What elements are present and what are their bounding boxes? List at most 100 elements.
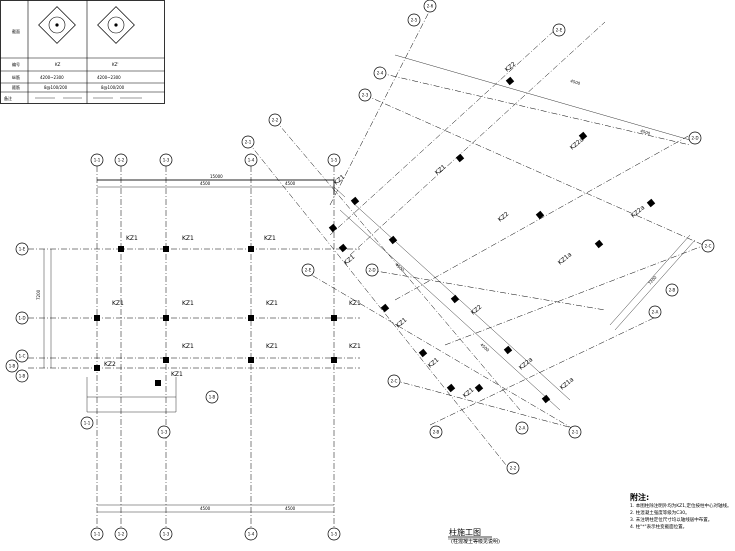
legend-kz-prime-rebar: 4200~2300 xyxy=(97,75,121,80)
dimension-seg-top: 4500 xyxy=(200,181,211,186)
axis-bubble-label: 2-4 xyxy=(377,71,384,76)
axis-bubble-label: 1-B xyxy=(9,364,16,369)
dimension-diagonal: 4500 xyxy=(570,78,582,86)
column-label: KZ1 xyxy=(112,300,124,307)
legend-row-label-4: 备注 xyxy=(4,95,12,101)
axis-bubble-label: 2-E xyxy=(556,28,563,33)
axis-bubble-label: 1-C xyxy=(19,354,26,359)
dimension-diagonal: 4500 xyxy=(394,262,405,273)
column-label: KZ1 xyxy=(462,386,476,399)
axis-bubble-label: 2-1 xyxy=(572,430,579,435)
dimension-diagonal: 7200 xyxy=(647,274,658,285)
note-item: 2. 柱混凝土强度等级为C30。 xyxy=(630,511,690,516)
legend-kz-rebar: 4200~2300 xyxy=(40,75,64,80)
column-label: KZ1 xyxy=(395,316,409,329)
drawing-title: 柱施工图 xyxy=(449,528,481,537)
axis-bubble-label: 1-1 xyxy=(94,158,101,163)
axis-bubble-label: 1-2 xyxy=(118,158,125,163)
axis-bubble-label: 2-2 xyxy=(272,118,279,123)
axis-bubble-label: 2-3 xyxy=(362,93,369,98)
dimension-left-total: 7200 xyxy=(36,289,41,300)
diagonal-axis-bubbles: 2-6 2-5 2-E 2-4 2-3 2-2 2-1 2-D 2-C 2-B … xyxy=(241,0,715,475)
legend-row-label-section: 截面 xyxy=(12,28,20,34)
legend-kz-name: KZ xyxy=(55,62,61,67)
axis-bubble-label: 1-E xyxy=(19,247,26,252)
axis-bubble-label: 2-A xyxy=(652,310,659,315)
dimension-seg-top: 4500 xyxy=(285,181,296,186)
column-label: KZ1 xyxy=(349,300,361,307)
column-label: KZ2 xyxy=(470,303,484,316)
column-label: KZ1a xyxy=(557,251,574,267)
legend-kz-prime-name: KZ' xyxy=(112,62,118,67)
axis-bubble-label: 1-3 xyxy=(161,430,168,435)
dimension-seg-bottom: 4500 xyxy=(285,506,296,511)
left-bottom-axis-bubbles: 1-1 1-2 1-3 1-4 1-5 xyxy=(90,527,341,541)
axis-bubble-label: 2-D xyxy=(368,268,375,273)
axis-bubble-label: 1-B xyxy=(209,395,216,400)
note-item: 4. 柱"*"表示柱变截面位置。 xyxy=(630,525,688,530)
axis-bubble-label: 2-A xyxy=(519,426,526,431)
column-label: KZ1 xyxy=(126,235,138,242)
legend-row-label-3: 箍筋 xyxy=(12,84,20,90)
axis-bubble-label: 2-2 xyxy=(510,466,517,471)
axis-bubble-label: 2-C xyxy=(705,244,712,249)
column-label: KZ2 xyxy=(497,210,511,223)
column-label: KZ2 xyxy=(104,361,116,368)
left-columns xyxy=(94,246,337,386)
axis-bubble-label: 1-1 xyxy=(84,421,91,426)
drawing-subtitle: (柱混凝土等级见说明) xyxy=(451,539,500,545)
column-label: KZ1 xyxy=(434,163,448,176)
diagonal-columns xyxy=(328,76,656,404)
axis-bubble-label: 2-E xyxy=(305,268,312,273)
column-label: KZ2a xyxy=(518,356,535,372)
axis-bubble-label: 1-4 xyxy=(248,532,255,537)
column-label: KZ1a xyxy=(559,376,576,392)
column-label: KZ1 xyxy=(264,235,276,242)
axis-bubble-label: 2-B xyxy=(433,430,440,435)
column-label: KZ1 xyxy=(182,235,194,242)
column-label: KZ2 xyxy=(504,60,518,73)
axis-bubble-label: 2-1 xyxy=(245,140,252,145)
axis-bubble-label: 1-5 xyxy=(331,158,338,163)
legend-row-label-1: 编号 xyxy=(12,61,20,67)
note-item: 3. 未注明柱定位尺寸均以轴线居中布置。 xyxy=(630,518,713,523)
axis-bubble-label: 1-3 xyxy=(163,158,170,163)
notes-heading: 附注: xyxy=(630,493,650,502)
axis-bubble-label: 1-2 xyxy=(118,532,125,537)
column-label: KZ1 xyxy=(333,173,347,186)
dimension-diagonal: 4500 xyxy=(479,342,490,353)
axis-bubble-label: 1-B xyxy=(19,374,26,379)
left-top-axis-bubbles: 1-1 1-2 1-3 1-4 1-5 xyxy=(90,153,341,167)
column-label: KZ2a xyxy=(630,204,647,220)
axis-bubble-label: 2-5 xyxy=(411,18,418,23)
axis-bubble-label: 2-C xyxy=(391,379,398,384)
column-label: KZ1 xyxy=(343,253,357,266)
column-label: KZ1 xyxy=(182,343,194,350)
axis-bubble-label: 1-3 xyxy=(163,532,170,537)
legend-kz-prime-stirrup: 8@100/200 xyxy=(101,85,125,90)
axis-bubble-label: 2-D xyxy=(691,136,698,141)
column-label: KZ1 xyxy=(266,343,278,350)
left-column-labels: KZ1 KZ1 KZ1 KZ1 KZ1 KZ1 KZ1 KZ1 KZ1 KZ1 … xyxy=(104,235,361,378)
notes-block: 附注: 1. 本图柱除注明外均为KZ1,定位按柱中心对轴线。 2. 柱混凝土强度… xyxy=(630,492,732,531)
column-label: KZ1 xyxy=(349,343,361,350)
note-item: 1. 本图柱除注明外均为KZ1,定位按柱中心对轴线。 xyxy=(630,504,732,509)
axis-bubble-label: 1-D xyxy=(18,316,25,321)
diagonal-grid-block xyxy=(247,9,711,471)
axis-bubble-label: 2-B xyxy=(669,288,676,293)
kz-section-sketch xyxy=(38,6,76,44)
left-side-axis-bubbles: 1-E 1-D 1-C 1-B 1-B xyxy=(5,242,29,383)
axis-bubble-label: 1-1 xyxy=(94,532,101,537)
dimension-diagonal: 4500 xyxy=(640,128,652,136)
axis-bubble-label: 2-6 xyxy=(427,4,434,9)
column-label: KZ1 xyxy=(427,356,441,369)
dimension-total-top: 15000 xyxy=(210,174,223,179)
column-legend-table: 截面 编号 KZ KZ' 纵筋 4200~2300 4200~2300 箍筋 8… xyxy=(0,0,165,104)
column-label: KZ1 xyxy=(266,300,278,307)
axis-bubble-label: 1-5 xyxy=(331,532,338,537)
axis-bubble-label: 1-4 xyxy=(248,158,255,163)
legend-row-label-2: 纵筋 xyxy=(12,74,20,80)
legend-kz-stirrup: 8@100/200 xyxy=(44,85,68,90)
column-label: KZ1 xyxy=(171,371,183,378)
